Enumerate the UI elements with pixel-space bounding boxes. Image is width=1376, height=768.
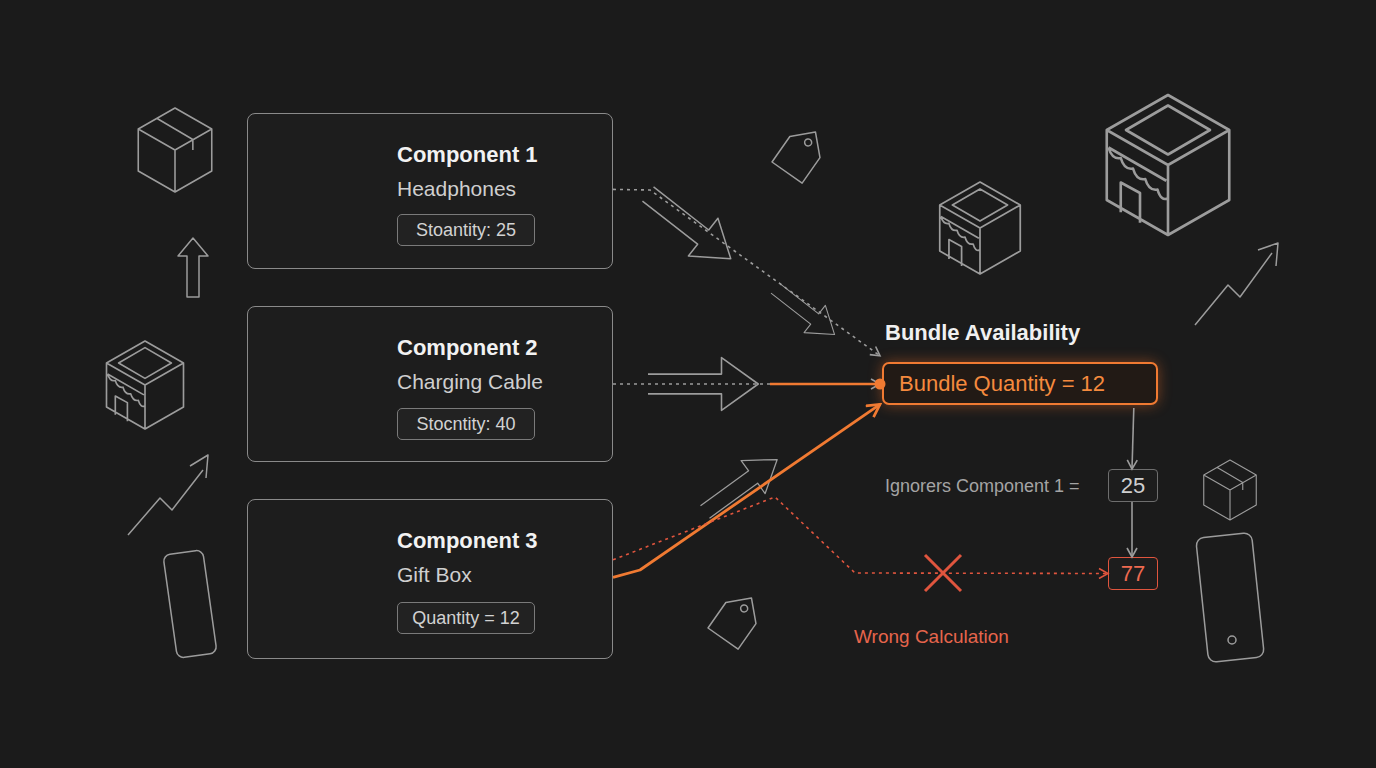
box-icon (138, 108, 212, 192)
connector-arrow (613, 383, 880, 385)
connector-arrow (613, 497, 1108, 574)
quantity-pill: Stocntity: 40 (397, 408, 535, 440)
component-title: Component 3 (397, 528, 538, 554)
shop-icon (940, 182, 1021, 274)
connector-arrow (1132, 408, 1134, 469)
quantity-pill: Stoantity: 25 (397, 214, 535, 246)
hollow-arrow (693, 443, 789, 528)
phone-icon (163, 550, 217, 659)
value-box: 25 (1108, 469, 1158, 502)
connector-arrow (1131, 502, 1133, 557)
component-title: Component 2 (397, 335, 538, 361)
trend-arrow (128, 455, 208, 535)
shop-icon (1107, 95, 1230, 235)
edge-label: Wrong Calculation (854, 626, 1009, 648)
note-text: Ignorers Component 1 = (885, 476, 1080, 497)
component-box: Component 2 Charging CableStocntity: 40 (247, 306, 613, 462)
wrong-value-box: 77 (1108, 557, 1158, 590)
box-icon (1204, 460, 1257, 520)
bundle-quantity: Bundle Quantity = 12 (882, 362, 1158, 405)
highlight-line (770, 383, 880, 386)
component-title: Component 1 (397, 142, 538, 168)
connector-arrow (613, 189, 880, 355)
hollow-arrow (764, 274, 845, 348)
tag-icon (768, 132, 824, 188)
highlight-dot (875, 379, 886, 390)
component-name: Charging Cable (397, 370, 543, 394)
tablet-icon (1196, 532, 1265, 662)
quantity-text: Stocntity: 40 (416, 414, 515, 435)
quantity-text: Stoantity: 25 (416, 220, 516, 241)
trend-arrow (1195, 243, 1278, 325)
quantity-text: Quantity = 12 (412, 608, 520, 629)
section-heading: Bundle Availability (885, 320, 1080, 346)
value-number: 25 (1121, 473, 1145, 499)
component-name: Gift Box (397, 563, 472, 587)
quantity-pill: Quantity = 12 (397, 602, 535, 634)
tablet-button (1228, 636, 1236, 644)
value-number: 77 (1121, 561, 1145, 587)
hollow-arrow (648, 358, 758, 411)
tag-icon (704, 598, 760, 654)
shop-icon (107, 341, 184, 429)
error-cross (925, 555, 961, 591)
connector-arrow (613, 404, 880, 577)
hollow-arrow (633, 175, 745, 277)
component-name: Headphones (397, 177, 516, 201)
component-box: Component 1 HeadphonesStoantity: 25 (247, 113, 613, 269)
up-arrow (178, 238, 208, 297)
bundle-result: Bundle AvailabilityBundle Quantity = 12 (880, 318, 1162, 408)
component-box: Component 3 Gift BoxQuantity = 12 (247, 499, 613, 659)
